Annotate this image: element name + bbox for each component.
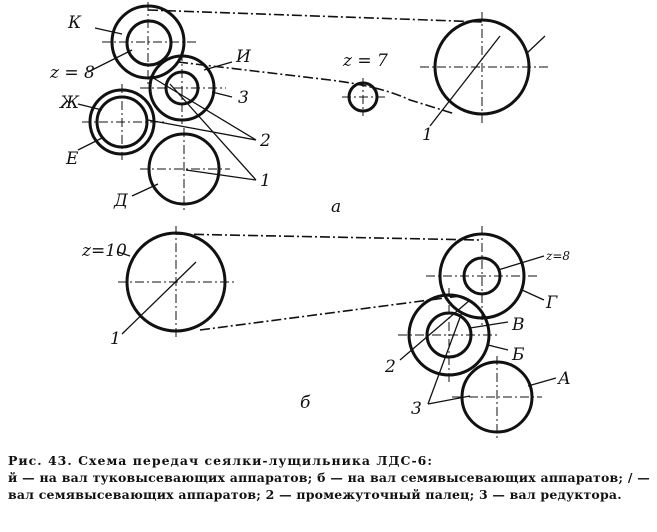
belt-a-lower [177,61,456,115]
leader-3-b1 [427,311,463,405]
leader-g [521,289,545,301]
leader-z8-b [497,255,545,271]
leader-zh [77,103,103,111]
label-k: К [67,13,82,33]
leader-b [487,344,509,351]
label-b: Б [511,345,525,365]
leader-1a [169,83,257,181]
label-v: В [511,315,525,335]
leader-1b [185,169,257,181]
sprocket-k-z8 [125,19,173,67]
leader-k [94,27,123,35]
leader-e [77,137,103,151]
leader-3 [211,91,233,98]
label-3-a: 3 [238,88,249,108]
leader-d [131,183,159,197]
label-z7: z = 7 [342,51,388,71]
label-i: И [235,47,252,67]
figure-caption: Рис. 43. Схема передач сеялки-лущильника… [8,452,650,503]
label-d: Д [113,191,129,211]
label-z8-b: z=8 [545,249,570,263]
leader-a [527,377,557,387]
leader-1-b [121,261,197,335]
label-2-b: 2 [384,357,396,377]
leader-i [203,61,233,71]
diagram-b [117,226,557,438]
label-g: Г [545,293,558,313]
label-1-large-a: 1 [422,125,433,145]
label-3-b: 3 [411,399,422,419]
leader-2-b [399,299,471,361]
caption-title: Рис. 43. Схема передач сеялки-лущильника… [8,453,433,468]
leader-z8-a [87,49,133,73]
leader-large-edge [525,35,546,55]
label-z10: z=10 [81,241,127,261]
belt-b-bottom [199,295,461,331]
leader-3-b2 [427,395,471,405]
panel-label-a: а [331,197,341,217]
label-a: А [557,369,571,389]
label-e: Е [65,149,79,169]
leader-2b [147,119,257,141]
label-1-b: 1 [110,329,121,349]
belt-a-top [147,9,485,23]
transmission-diagram: К z = 8 И 3 Ж 2 Е 1 Д z = 7 1 а z=10 1 z… [49,2,571,438]
leader-2a [149,75,257,141]
label-2-a: 2 [259,131,271,151]
diagram-a [77,2,548,210]
leader-v [469,321,509,329]
panel-label-b: б [300,393,311,413]
label-1-a: 1 [260,171,271,191]
caption-body: й — на вал туковысевающих аппаратов; б —… [8,470,650,502]
label-zh: Ж [59,93,80,113]
label-z8-a: z = 8 [49,63,95,83]
leader-z10 [117,251,131,257]
leader-1-large [429,35,501,127]
belt-b-top [175,233,480,241]
